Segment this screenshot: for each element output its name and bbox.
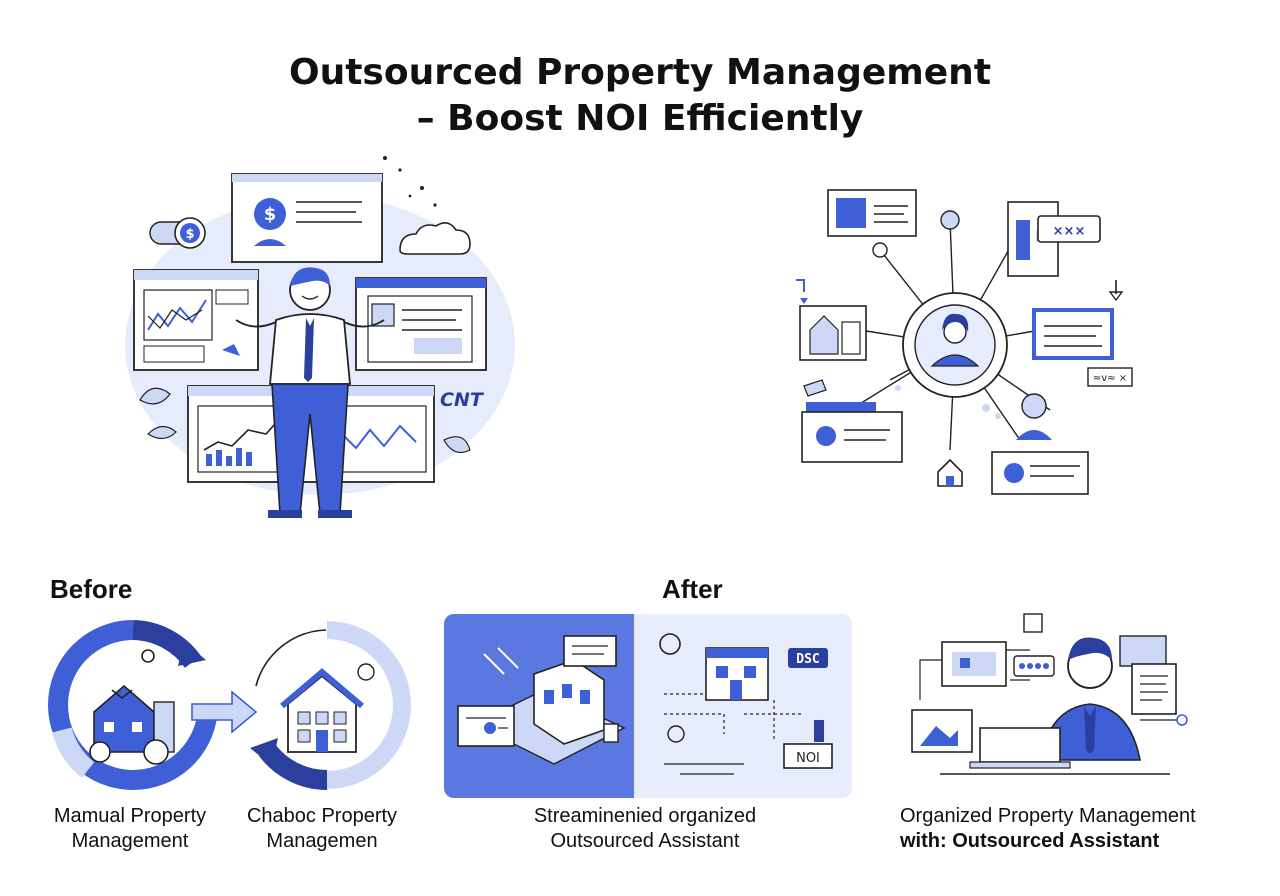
caption-chaotic-line-2: Managemen bbox=[266, 830, 378, 852]
title-line-1: Outsourced Property Management bbox=[288, 52, 992, 93]
caption-streamlined-line-1: Streaminenied organized bbox=[533, 805, 757, 827]
streamlined-panel: DSC NOI bbox=[444, 614, 852, 798]
chaotic-management-illustration bbox=[242, 620, 412, 790]
bubble-text: ××× bbox=[1053, 224, 1086, 239]
user-icon bbox=[357, 663, 375, 681]
caption-chaotic: Chaboc Property Managemen bbox=[232, 804, 412, 854]
after-label: After bbox=[662, 574, 723, 604]
page-title: Outsourced Property Management – Boost N… bbox=[0, 50, 1280, 142]
avatar-node bbox=[1016, 393, 1052, 440]
building-node: ××× bbox=[1007, 201, 1101, 277]
gear-icon bbox=[89, 741, 111, 763]
manager-figure bbox=[235, 267, 385, 518]
before-label: Before bbox=[50, 574, 133, 604]
tag-node: ≈v≈ × bbox=[1087, 367, 1133, 387]
schematic-illustration: DSC NOI bbox=[659, 633, 833, 775]
cnt-label: CNT bbox=[440, 389, 485, 411]
organized-assistant-illustration bbox=[900, 610, 1190, 780]
assistant-figure bbox=[1039, 637, 1141, 761]
gear-icon bbox=[659, 633, 681, 655]
workstation-illustration bbox=[457, 635, 626, 765]
house-icon bbox=[280, 668, 364, 753]
gear-icon bbox=[143, 739, 169, 765]
caption-organized-line-2: with: Outsourced Assistant bbox=[900, 830, 1160, 852]
left-dashboard-panel bbox=[133, 269, 259, 371]
gear-node bbox=[872, 242, 888, 258]
profile-card-node bbox=[801, 379, 903, 463]
right-dashboard-panel bbox=[355, 277, 487, 371]
top-node bbox=[940, 210, 960, 230]
title-line-2: – Boost NOI Efficiently bbox=[416, 98, 864, 139]
house-icon bbox=[93, 684, 175, 753]
document-card-node bbox=[1032, 280, 1124, 360]
manual-management-illustration bbox=[48, 620, 218, 790]
svg-text:$: $ bbox=[264, 204, 277, 225]
dots-bubble bbox=[1013, 655, 1055, 677]
chat-card-node bbox=[827, 189, 917, 237]
tag-text: ≈v≈ × bbox=[1093, 373, 1127, 384]
caption-streamlined: Streaminenied organized Outsourced Assis… bbox=[500, 804, 790, 854]
monitor-node bbox=[941, 641, 1007, 687]
caption-manual-line-2: Management bbox=[71, 830, 189, 852]
pin-icon bbox=[1023, 613, 1043, 633]
noi-label: NOI bbox=[796, 751, 820, 766]
bottom-chat-node bbox=[991, 451, 1089, 495]
hero-illustration: $ $ bbox=[110, 150, 530, 530]
network-diagram: ××× ≈v≈ × bbox=[790, 180, 1140, 500]
photo-node bbox=[911, 709, 973, 753]
dsc-label: DSC bbox=[796, 652, 819, 667]
svg-text:$: $ bbox=[185, 227, 194, 242]
caption-manual-line-1: Mamual Property bbox=[53, 805, 207, 827]
cloud-icon bbox=[399, 222, 471, 255]
caption-manual: Mamual Property Management bbox=[40, 804, 220, 854]
top-screen-panel: $ bbox=[231, 173, 383, 263]
caption-organized-line-1: Organized Property Management bbox=[900, 805, 1196, 827]
hub-node bbox=[902, 292, 1008, 398]
sparkle-dots bbox=[383, 156, 437, 207]
house-card-node bbox=[796, 279, 867, 361]
laptop-icon bbox=[969, 727, 1071, 769]
caption-streamlined-line-2: Outsourced Assistant bbox=[550, 830, 740, 852]
home-node bbox=[937, 458, 963, 487]
document-node bbox=[1119, 635, 1188, 726]
transition-arrow bbox=[190, 690, 260, 734]
leaf-icon bbox=[139, 387, 471, 453]
caption-organized: Organized Property Management with: Outs… bbox=[900, 804, 1240, 854]
caption-chaotic-line-1: Chaboc Property bbox=[246, 805, 398, 827]
coin-icon: $ bbox=[149, 217, 206, 249]
